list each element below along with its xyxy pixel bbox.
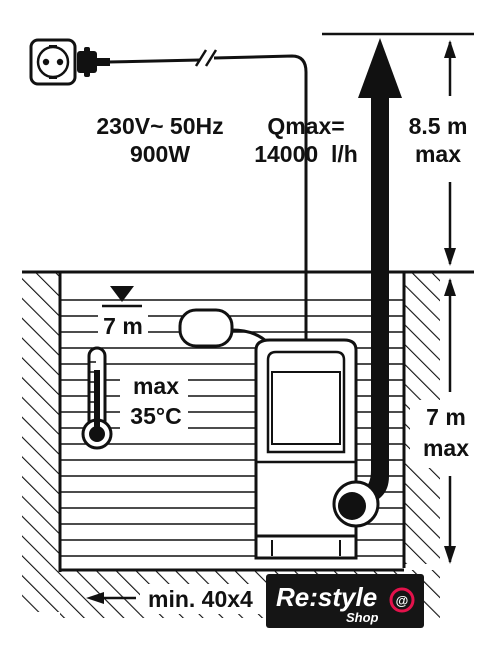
wattage-label: 900W	[130, 141, 190, 167]
flow-rate-value: 14000 l/h	[254, 141, 358, 167]
submersion-unit: max	[423, 435, 469, 461]
pump-icon	[254, 338, 380, 560]
power-cord	[107, 54, 308, 380]
water-level-value: 7 m	[103, 313, 143, 339]
brand-sub: Shop	[346, 610, 379, 625]
head-dimension-arrow	[444, 40, 456, 266]
submersion-value: 7 m	[426, 404, 466, 430]
svg-text:@: @	[396, 593, 409, 608]
power-plug-icon	[29, 38, 110, 86]
head-value: 8.5 m	[409, 113, 468, 139]
hose-label: min. 40x4	[148, 586, 253, 612]
brand-badge: Re:style Shop @	[266, 574, 424, 628]
left-wall	[22, 272, 60, 612]
temperature-prefix: max	[133, 373, 179, 399]
discharge-hose-arrow	[358, 38, 402, 504]
water-level-triangle-icon	[102, 286, 142, 308]
submersion-dimension-arrow	[444, 278, 456, 564]
brand-name: Re:style	[276, 582, 377, 612]
temperature-value: 35°C	[130, 403, 181, 429]
head-unit: max	[415, 141, 461, 167]
flow-rate-label: Qmax=	[267, 113, 344, 139]
hose-direction-arrow	[86, 592, 136, 604]
thermometer-icon	[81, 346, 113, 450]
voltage-label: 230V~ 50Hz	[96, 113, 223, 139]
brand-cart-icon	[389, 587, 415, 613]
